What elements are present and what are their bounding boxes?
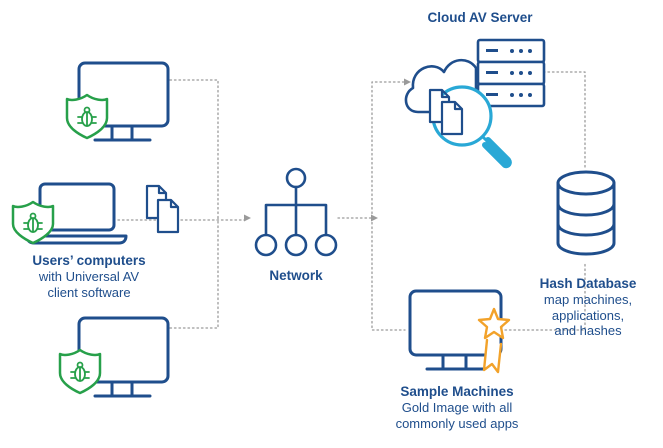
cloud-server-label: Cloud AV Server: [395, 10, 565, 26]
documents-icon: [145, 184, 180, 234]
users-line1: with Universal AV: [38, 269, 140, 285]
users-line2: client software: [47, 284, 131, 300]
hash-db-line1: map machines,: [543, 292, 633, 308]
arrowhead-center: [371, 214, 378, 222]
bug-shield-icon-laptop: [11, 200, 55, 245]
arrowhead-cloud: [404, 78, 411, 86]
sample-machines-label: Sample Machines Gold Image with all comm…: [372, 384, 542, 431]
bug-shield-icon-bottom: [58, 348, 102, 395]
cloud-icon: [404, 58, 478, 114]
connector-bottom-computer: [169, 217, 219, 329]
users-computers-label: Users’ computers with Universal AV clien…: [4, 253, 174, 300]
hash-db-line2: applications,: [551, 307, 625, 323]
arrowheads: [244, 78, 411, 222]
users-title: Users’ computers: [32, 253, 146, 268]
server-lights: [486, 49, 532, 97]
connector-to-cloud: [371, 81, 406, 219]
cloud-server-title: Cloud AV Server: [427, 10, 533, 25]
award-star-icon: [477, 307, 511, 374]
bug-shield-icon-top: [65, 93, 109, 140]
connector-sample-db: [504, 261, 586, 331]
network-title: Network: [269, 268, 323, 283]
connector-top-computer: [169, 79, 219, 219]
hash-db-title: Hash Database: [539, 276, 637, 291]
connector-lines: [117, 71, 586, 331]
monitor-icon-top: [77, 61, 170, 142]
database-icon: [556, 170, 616, 256]
arrowhead-network: [244, 214, 251, 222]
sample-line2: commonly used apps: [395, 415, 519, 431]
magnified-documents-icon: [428, 88, 464, 136]
connector-to-sample: [371, 217, 406, 331]
network-label: Network: [246, 268, 346, 284]
hash-db-line3: and hashes: [554, 323, 622, 339]
connector-server-db: [529, 71, 586, 169]
sample-title: Sample Machines: [400, 384, 514, 399]
sample-line1: Gold Image with all: [401, 400, 513, 416]
network-tree-icon: [254, 167, 338, 257]
hash-database-label: Hash Database map machines, applications…: [518, 276, 658, 339]
